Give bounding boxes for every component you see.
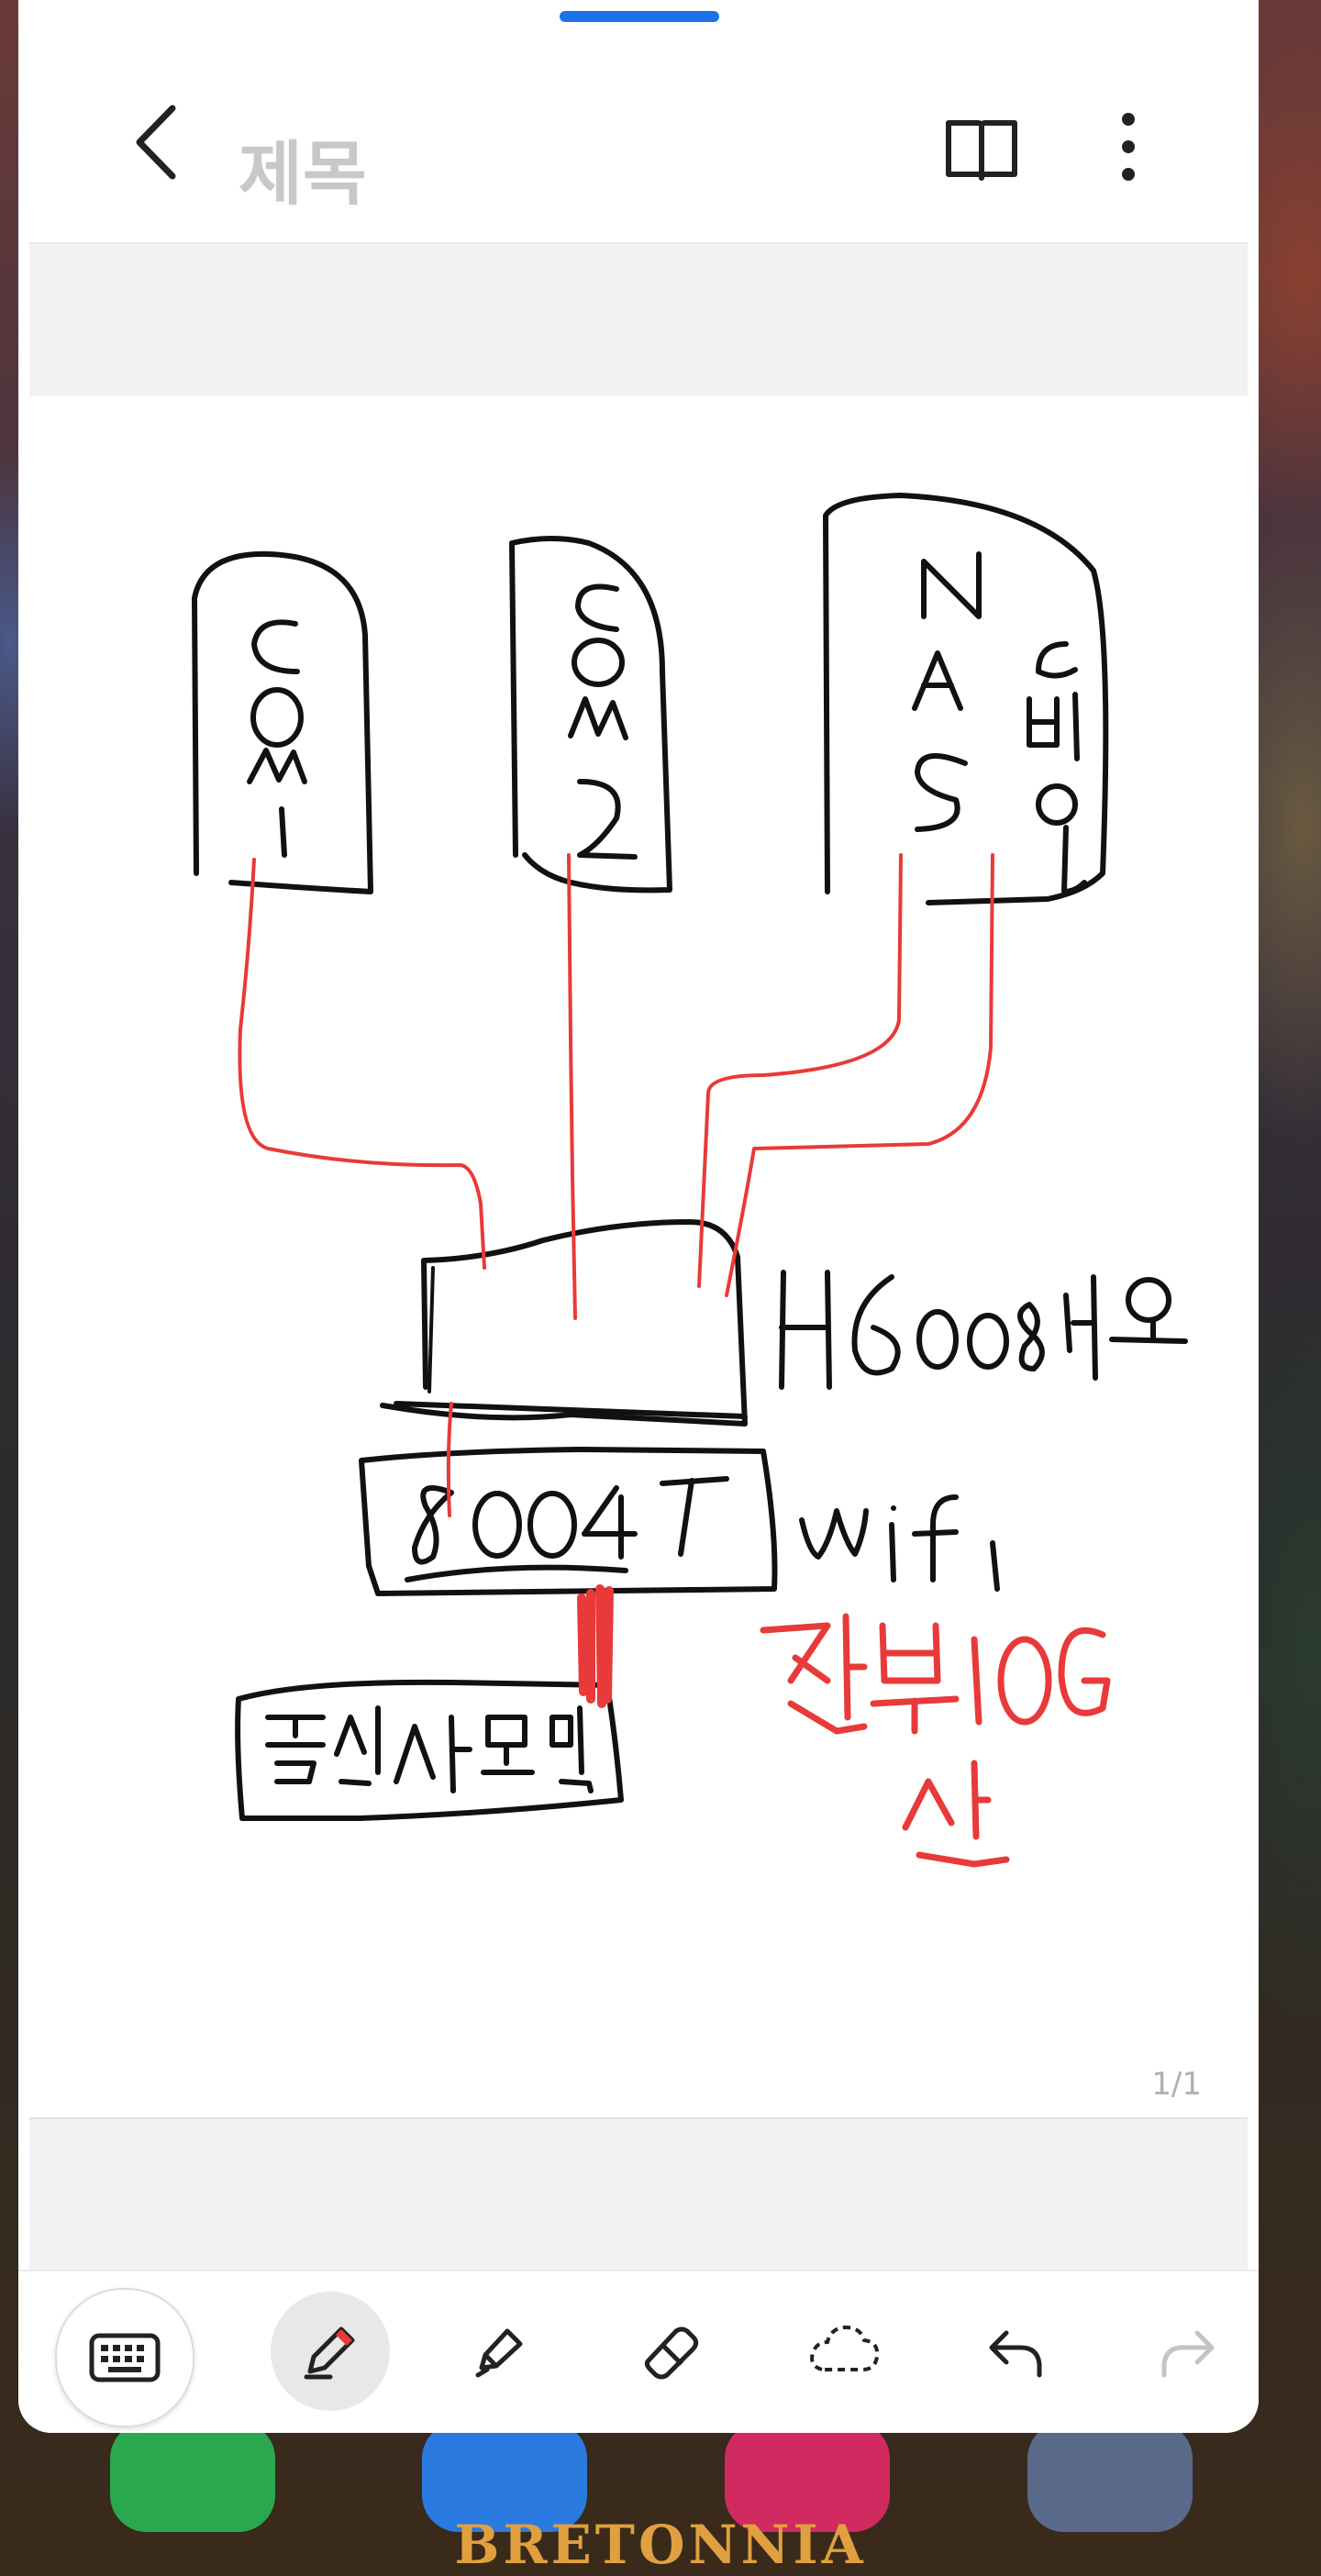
redo-button[interactable] bbox=[1128, 2292, 1248, 2411]
hub-router-link bbox=[446, 1402, 453, 1517]
com1-link bbox=[238, 858, 486, 1270]
gallery-app-icon[interactable] bbox=[725, 2422, 890, 2532]
pen-icon bbox=[294, 2315, 367, 2388]
lasso-select-icon bbox=[804, 2315, 886, 2388]
lasso-select-button[interactable] bbox=[785, 2292, 905, 2411]
page-margin-top bbox=[29, 242, 1248, 398]
wallpaper-brand-text: BRETONNIA bbox=[454, 2514, 867, 2576]
nas-link-1 bbox=[697, 853, 903, 1288]
keyboard-button[interactable] bbox=[55, 2288, 194, 2427]
highlighter-icon bbox=[463, 2315, 537, 2388]
chevron-left-icon bbox=[128, 101, 183, 183]
router-box bbox=[359, 1447, 778, 1596]
nas-link-2 bbox=[725, 853, 994, 1297]
notes-app-window: 제목 bbox=[18, 0, 1259, 2433]
page-margin-bottom bbox=[29, 2117, 1248, 2271]
apps-icon[interactable] bbox=[1027, 2422, 1193, 2532]
book-open-icon bbox=[936, 101, 1027, 193]
pen-toolbar bbox=[18, 2270, 1259, 2433]
redo-icon bbox=[1151, 2315, 1225, 2388]
keyboard-icon bbox=[88, 2330, 161, 2385]
read-mode-button[interactable] bbox=[936, 101, 1027, 193]
undo-button[interactable] bbox=[956, 2292, 1075, 2411]
highlighter-tool-button[interactable] bbox=[440, 2292, 560, 2411]
handwritten-diagram bbox=[192, 493, 1188, 1868]
com2-link bbox=[567, 853, 577, 1320]
com1-box bbox=[192, 550, 373, 894]
undo-icon bbox=[979, 2315, 1052, 2388]
page-indicator: 1/1 bbox=[1151, 2066, 1202, 2103]
back-button[interactable] bbox=[110, 96, 202, 188]
messages-app-icon[interactable] bbox=[422, 2422, 587, 2532]
window-drag-handle[interactable] bbox=[560, 11, 719, 22]
pen-tool-button[interactable] bbox=[271, 2292, 390, 2411]
nas-box bbox=[823, 493, 1109, 905]
eraser-tool-button[interactable] bbox=[613, 2292, 732, 2411]
hub-box bbox=[380, 1219, 748, 1427]
top-bar: 제목 bbox=[18, 55, 1259, 229]
note-title[interactable]: 제목 bbox=[239, 133, 367, 215]
eraser-icon bbox=[636, 2315, 709, 2388]
handwriting-canvas[interactable]: 1/1 bbox=[29, 396, 1248, 2117]
router-modem-thick-link bbox=[577, 1584, 614, 1708]
more-vertical-icon bbox=[1082, 101, 1174, 193]
modem-box bbox=[235, 1679, 624, 1821]
more-options-button[interactable] bbox=[1082, 101, 1174, 193]
phone-app-icon[interactable] bbox=[110, 2422, 275, 2532]
